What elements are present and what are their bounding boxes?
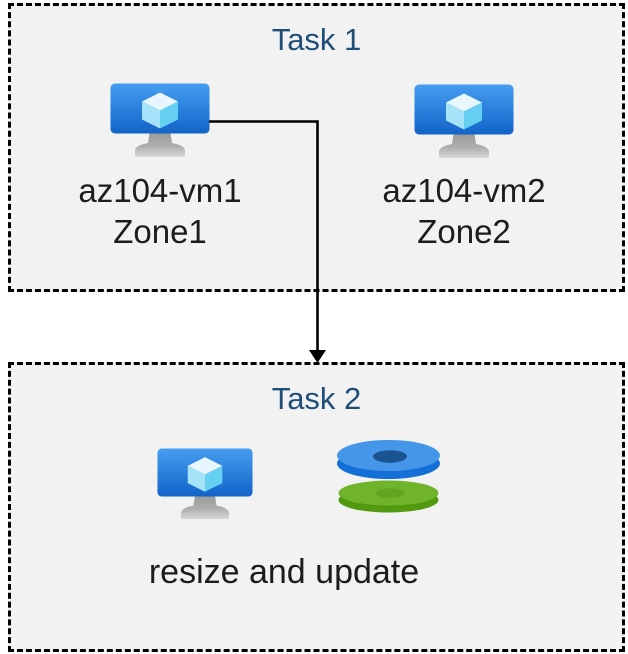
task1-title: Task 1	[271, 22, 362, 57]
vm-zone: Zone1	[113, 213, 207, 250]
managed-disks-icon	[337, 440, 440, 513]
virtual-machine-icon	[157, 448, 253, 520]
vm-label: az104-vm2 Zone2	[334, 170, 594, 252]
virtual-machine-icon	[110, 83, 210, 157]
task2-title: Task 2	[271, 381, 362, 416]
task2-box: Task 2	[8, 362, 625, 652]
task2-caption: resize and update	[148, 553, 420, 591]
vm-name: az104-vm1	[78, 172, 242, 209]
vm-zone: Zone2	[417, 213, 511, 250]
vm-label: az104-vm1 Zone1	[30, 170, 290, 252]
virtual-machine-icon	[414, 84, 514, 158]
vm-name: az104-vm2	[382, 172, 546, 209]
